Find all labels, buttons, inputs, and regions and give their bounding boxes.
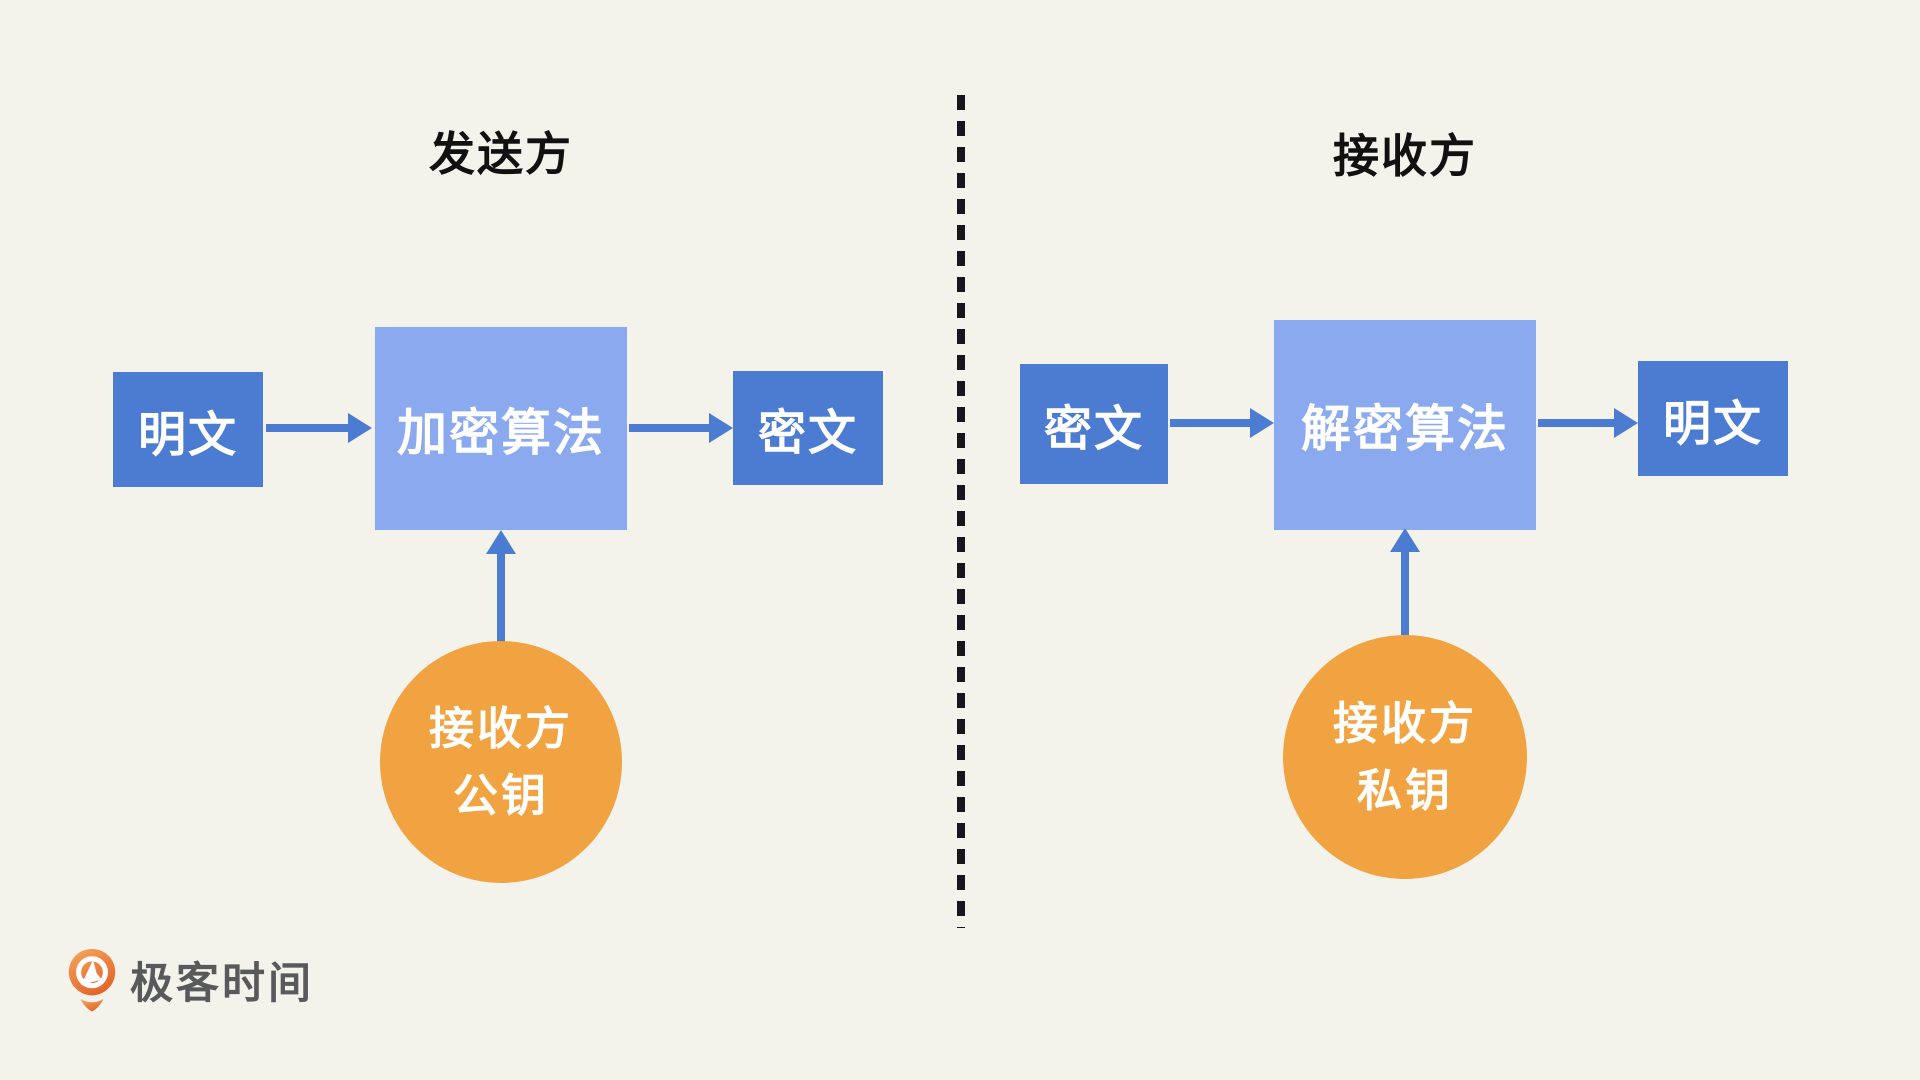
arrow-ciphertext-to-decrypt — [1170, 408, 1274, 438]
sender-ciphertext-label: 密文 — [757, 407, 858, 460]
decrypt-algorithm-box: 解密算法 — [1274, 320, 1536, 530]
receiver-ciphertext-box: 密文 — [1020, 364, 1168, 484]
sender-ciphertext-box: 密文 — [733, 371, 883, 485]
encrypt-algorithm-box: 加密算法 — [375, 327, 627, 530]
receiver-section-title: 接收方 — [1333, 130, 1477, 182]
public-key-line2: 公钥 — [452, 770, 549, 821]
arrow-plaintext-to-encrypt — [266, 413, 372, 443]
sender-section-title: 发送方 — [429, 128, 573, 180]
geektime-pin-icon — [68, 949, 116, 1012]
arrow-encrypt-to-ciphertext — [629, 413, 733, 443]
geektime-logo: 极客时间 — [66, 948, 314, 1012]
private-key-line2: 私钥 — [1356, 765, 1453, 816]
public-key-line1: 接收方 — [428, 702, 573, 754]
receiver-ciphertext-label: 密文 — [1043, 403, 1144, 456]
sender-plaintext-label: 明文 — [137, 408, 238, 462]
receiver-plaintext-label: 明文 — [1662, 397, 1763, 451]
receiver-private-key-circle: 接收方 私钥 — [1283, 635, 1527, 879]
sender-plaintext-box: 明文 — [113, 372, 263, 487]
arrow-publickey-to-encrypt — [486, 530, 516, 642]
private-key-line1: 接收方 — [1332, 697, 1477, 749]
arrow-privatekey-to-decrypt — [1390, 528, 1420, 635]
section-divider-dashed-line — [957, 95, 965, 928]
encrypt-algorithm-label: 加密算法 — [397, 404, 605, 461]
receiver-plaintext-box: 明文 — [1638, 361, 1788, 476]
arrow-decrypt-to-plaintext — [1538, 408, 1638, 438]
geektime-logo-text: 极客时间 — [130, 960, 314, 1008]
decrypt-algorithm-label: 解密算法 — [1301, 401, 1509, 457]
receiver-public-key-circle: 接收方 公钥 — [380, 641, 622, 883]
